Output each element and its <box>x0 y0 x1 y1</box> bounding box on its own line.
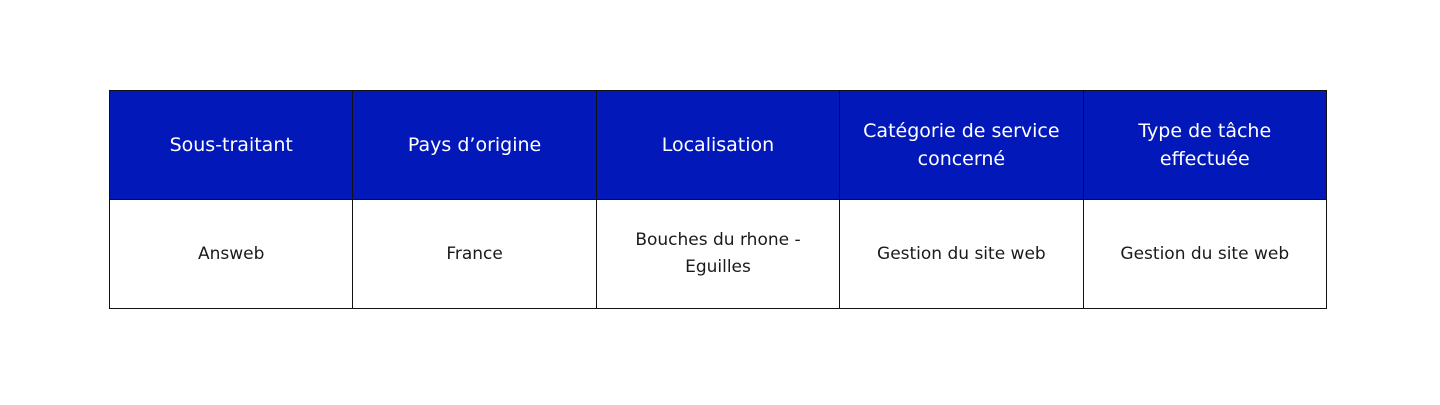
cell-subcontractor: Answeb <box>108 199 354 309</box>
header-task-type: Type de tâche effectuée <box>1082 90 1328 200</box>
cell-location: Bouches du rhone - Eguilles <box>595 199 841 309</box>
header-country: Pays d’origine <box>352 90 597 200</box>
cell-country: France <box>352 199 597 309</box>
cell-task-type: Gestion du site web <box>1082 199 1328 309</box>
header-location: Localisation <box>595 90 841 200</box>
table-header-row: Sous-traitant Pays d’origine Localisatio… <box>108 90 1328 200</box>
table-row: Answeb France Bouches du rhone - Eguille… <box>108 199 1328 309</box>
cell-service-category: Gestion du site web <box>839 199 1084 309</box>
subcontractors-table: Sous-traitant Pays d’origine Localisatio… <box>108 90 1328 309</box>
header-subcontractor: Sous-traitant <box>108 90 354 200</box>
header-service-category: Catégorie de service concerné <box>839 90 1084 200</box>
